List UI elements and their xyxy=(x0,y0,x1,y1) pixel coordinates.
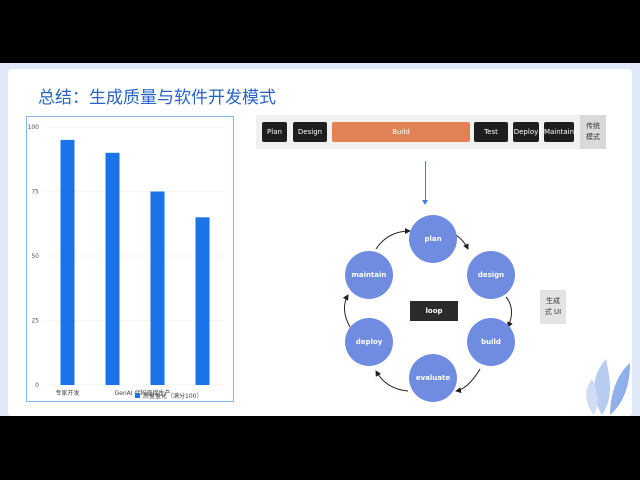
leaf-decoration-icon xyxy=(586,359,630,415)
x-tick-label: 专家开发 xyxy=(55,389,79,397)
flow-step-maintain: Maintain xyxy=(544,122,574,142)
slide-card: 总结：生成质量与软件开发模式 100 75 50 25 0 专家开发 GenAI 代码直接生… xyxy=(8,69,632,416)
bar xyxy=(60,139,75,385)
flow-step-build: Build xyxy=(332,122,470,142)
bar xyxy=(150,191,165,385)
y-tick-label: 75 xyxy=(31,189,39,196)
cycle-arrows xyxy=(342,228,513,394)
cycle-node-deploy: deploy xyxy=(345,318,393,366)
legacy-mode-label: 传统模式 xyxy=(580,115,606,149)
cycle-node-evaluate: evaluate xyxy=(409,354,457,402)
flow-step-test: Test xyxy=(474,122,508,142)
x-tick-label: GenAI 代码直接生产 xyxy=(115,389,171,397)
cycle-node-plan: plan xyxy=(409,215,457,263)
bar xyxy=(195,217,210,385)
slide-title: 总结：生成质量与软件开发模式 xyxy=(38,88,276,108)
y-tick-label: 0 xyxy=(35,382,39,389)
generative-ui-text: 生成式 UI xyxy=(544,297,562,316)
y-tick-label: 50 xyxy=(31,253,39,260)
down-arrow-icon xyxy=(422,161,428,205)
y-tick-label: 100 xyxy=(28,124,40,131)
top-letterbox xyxy=(0,0,640,63)
bottom-letterbox xyxy=(0,416,640,480)
cycle-center-loop: loop xyxy=(410,301,458,321)
legend-swatch xyxy=(135,393,140,398)
y-tick-label: 25 xyxy=(31,318,39,325)
flow-step-plan: Plan xyxy=(262,122,287,142)
legend-label: 质量量化（满分100） xyxy=(143,392,202,400)
flow-step-design: Design xyxy=(293,122,327,142)
cycle-node-build: build xyxy=(467,318,515,366)
cycle-node-design: design xyxy=(467,251,515,299)
generative-ui-label: 生成式 UI xyxy=(540,290,566,324)
generative-cycle: plan design build evaluate deploy mainta… xyxy=(328,209,528,409)
quality-bar-chart: 100 75 50 25 0 专家开发 GenAI 代码直接生产质量量化（满分100） xyxy=(26,116,234,402)
flow-step-deploy: Deploy xyxy=(513,122,539,142)
cycle-node-maintain: maintain xyxy=(345,251,393,299)
bar xyxy=(105,152,120,385)
traditional-flow: Plan Design Build Test Deploy Maintain 传… xyxy=(256,115,606,149)
legacy-mode-text: 传统模式 xyxy=(586,122,600,141)
slide: 总结：生成质量与软件开发模式 100 75 50 25 0 专家开发 GenAI 代码直接生… xyxy=(0,63,640,416)
